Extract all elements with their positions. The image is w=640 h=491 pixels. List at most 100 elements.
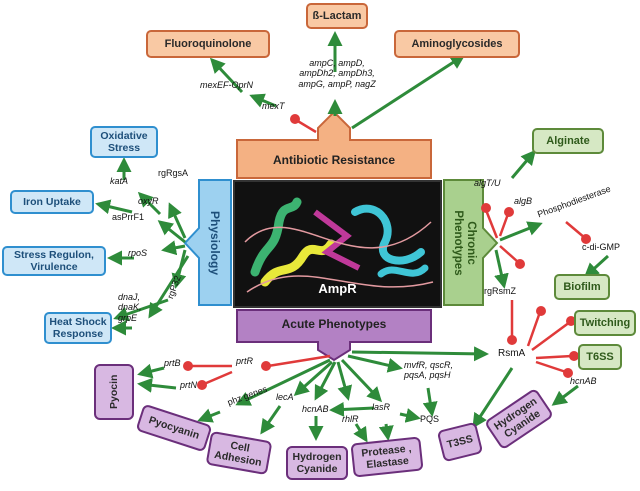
- arrow-to-mexEF: [249, 93, 277, 108]
- node-heat-shock: Heat Shock Response: [44, 312, 112, 344]
- node-iron-uptake: Iron Uptake: [10, 190, 94, 214]
- node-t6ss: T6SS: [578, 344, 622, 370]
- protein-structure-image: [244, 197, 434, 293]
- gene-rsmA: RsmA: [498, 348, 526, 359]
- gene-algB: algB: [514, 196, 533, 206]
- node-protease-elastase: Protease , Elastase: [350, 436, 424, 478]
- arrow-to-rgRsmZ: [494, 249, 509, 289]
- category-antibiotic-label: Antibiotic Resistance: [272, 153, 396, 168]
- arrow-to-rpoS: [161, 240, 186, 256]
- repression-algTU-dot: [481, 203, 491, 213]
- gene-pqs: PQS: [420, 414, 440, 424]
- gene-asPrrF1: asPrrF1: [112, 212, 145, 222]
- repression-rsmA-biofilm-dot: [536, 306, 546, 316]
- repression-biofilm: [499, 245, 519, 263]
- category-physiology-label: Physiology: [207, 210, 222, 275]
- ampr-structure-panel: AmpR: [233, 180, 442, 308]
- repression-prtN-dot: [197, 380, 207, 390]
- arrow-to-alginate: [510, 149, 536, 179]
- repression-rsmA-twitching: [531, 320, 571, 352]
- gene-rhlR: rhlR: [342, 414, 359, 424]
- gene-prtR: prtR: [236, 356, 254, 366]
- gene-mexEF: mexEF-OprN: [200, 80, 254, 90]
- node-aminoglycosides: Aminoglycosides: [394, 30, 520, 58]
- repression-mexT: [295, 118, 317, 134]
- gene-hcnAB-1: hcnAB: [302, 404, 329, 414]
- repression-prtR: [267, 354, 331, 368]
- gene-prtB: prtB: [164, 358, 181, 368]
- gene-amp-list: ampC, ampD, ampDh2, ampDh3, ampG, ampP, …: [298, 58, 376, 89]
- repression-prtN: [203, 370, 233, 386]
- repression-algB: [498, 213, 510, 237]
- arrow-rsmA-to-t3ss: [472, 367, 514, 429]
- gene-rpoS: rpoS: [128, 248, 148, 258]
- node-stress-regulon: Stress Regulon, Virulence: [2, 246, 106, 276]
- arrow-lasR-to-protease: [378, 423, 394, 441]
- repression-rsmA-hcnAB: [535, 360, 567, 374]
- category-acute-label: Acute Phenotypes: [281, 317, 387, 332]
- gene-dna-list: dnaJ, dnaK, grpE: [118, 292, 142, 323]
- node-pyocin: Pyocin: [94, 364, 134, 420]
- arrow-lasR-to-hcnAB1: [329, 401, 375, 417]
- acute-block-arrow: [236, 309, 432, 362]
- arrow-to-aminoglycosides: [351, 54, 466, 130]
- arrow-to-rhlR: [336, 361, 353, 401]
- gene-mexT: mexT: [262, 101, 285, 111]
- center-label: AmpR: [318, 281, 357, 296]
- chronic-block-arrow: [443, 179, 499, 306]
- gene-prtN: prtN: [180, 380, 198, 390]
- repression-rsmA-t6ss: [535, 354, 573, 360]
- repression-rsmA-hcnAB-dot: [563, 368, 573, 378]
- arrow-to-rgRgsA: [168, 202, 187, 239]
- arrow-to-lasR: [340, 358, 383, 403]
- repression-rsmA-twitching-dot: [566, 316, 576, 326]
- repression-biofilm-dot: [515, 259, 525, 269]
- node-hydrogen-cyanide-1: Hydrogen Cyanide: [286, 446, 348, 480]
- arrow-to-katA: [137, 191, 162, 216]
- repression-mexT-dot: [290, 114, 300, 124]
- arrow-to-mvfR: [347, 354, 403, 373]
- repression-rsmA-t6ss-dot: [569, 351, 579, 361]
- arrow-cdigmp-to-biofilm: [583, 254, 610, 279]
- repression-cdigmp: [565, 221, 586, 239]
- arrow-to-asPrrF1: [157, 220, 186, 244]
- gene-oxyR: oxyR: [138, 196, 159, 206]
- arrow-hcnAB-to-hcn: [551, 384, 579, 406]
- node-fluoroquinolone: Fluoroquinolone: [146, 30, 270, 58]
- node-oxidative-stress: Oxidative Stress: [90, 126, 158, 158]
- repression-rsmA-biofilm: [526, 311, 542, 347]
- gene-rgRsmZ: rgRsmZ: [484, 286, 516, 296]
- node-twitching: Twitching: [574, 310, 636, 336]
- arrow-to-iron: [95, 199, 133, 215]
- category-chronic-label: Chronic Phenotypes: [452, 210, 478, 276]
- repression-algB-dot: [504, 207, 514, 217]
- repression-rsmA-dot: [507, 335, 517, 345]
- gene-katA: katA: [110, 176, 129, 186]
- physiology-block-arrow: [183, 179, 232, 306]
- node-biofilm: Biofilm: [554, 274, 610, 300]
- arrow-lasR-to-pqs: [399, 408, 421, 423]
- gene-hcnAB-2: hcnAB: [570, 376, 597, 386]
- node-cdigmp: c-di-GMP: [582, 242, 620, 252]
- arrow-to-phz: [235, 358, 331, 406]
- arrow-lecA-to-adhesion: [260, 405, 282, 435]
- arrow-to-rsmA: [351, 346, 489, 362]
- repression-prtB-dot: [183, 361, 193, 371]
- arrow-prtB-to-pyocin: [137, 363, 165, 379]
- arrow-to-pyocyanin: [197, 408, 221, 423]
- node-blactam: ß-Lactam: [306, 3, 368, 29]
- gene-mvfR-list: mvfR, qscR, pqsA, pqsH: [404, 360, 454, 381]
- gene-rgRgsA: rgRgsA: [158, 168, 189, 178]
- gene-lasR: lasR: [372, 402, 391, 412]
- node-alginate: Alginate: [532, 128, 604, 154]
- arrow-to-hcnAB1: [314, 361, 337, 401]
- arrow-rhlR-to-protease: [353, 423, 368, 443]
- repression-algTU: [484, 209, 499, 239]
- arrow-to-dna-genes: [148, 255, 190, 319]
- arrow-to-phospho: [499, 221, 543, 242]
- arrow-to-fluoroquinolone: [209, 57, 244, 94]
- repression-prtR-dot: [261, 361, 271, 371]
- repression-cdigmp-dot: [581, 234, 591, 244]
